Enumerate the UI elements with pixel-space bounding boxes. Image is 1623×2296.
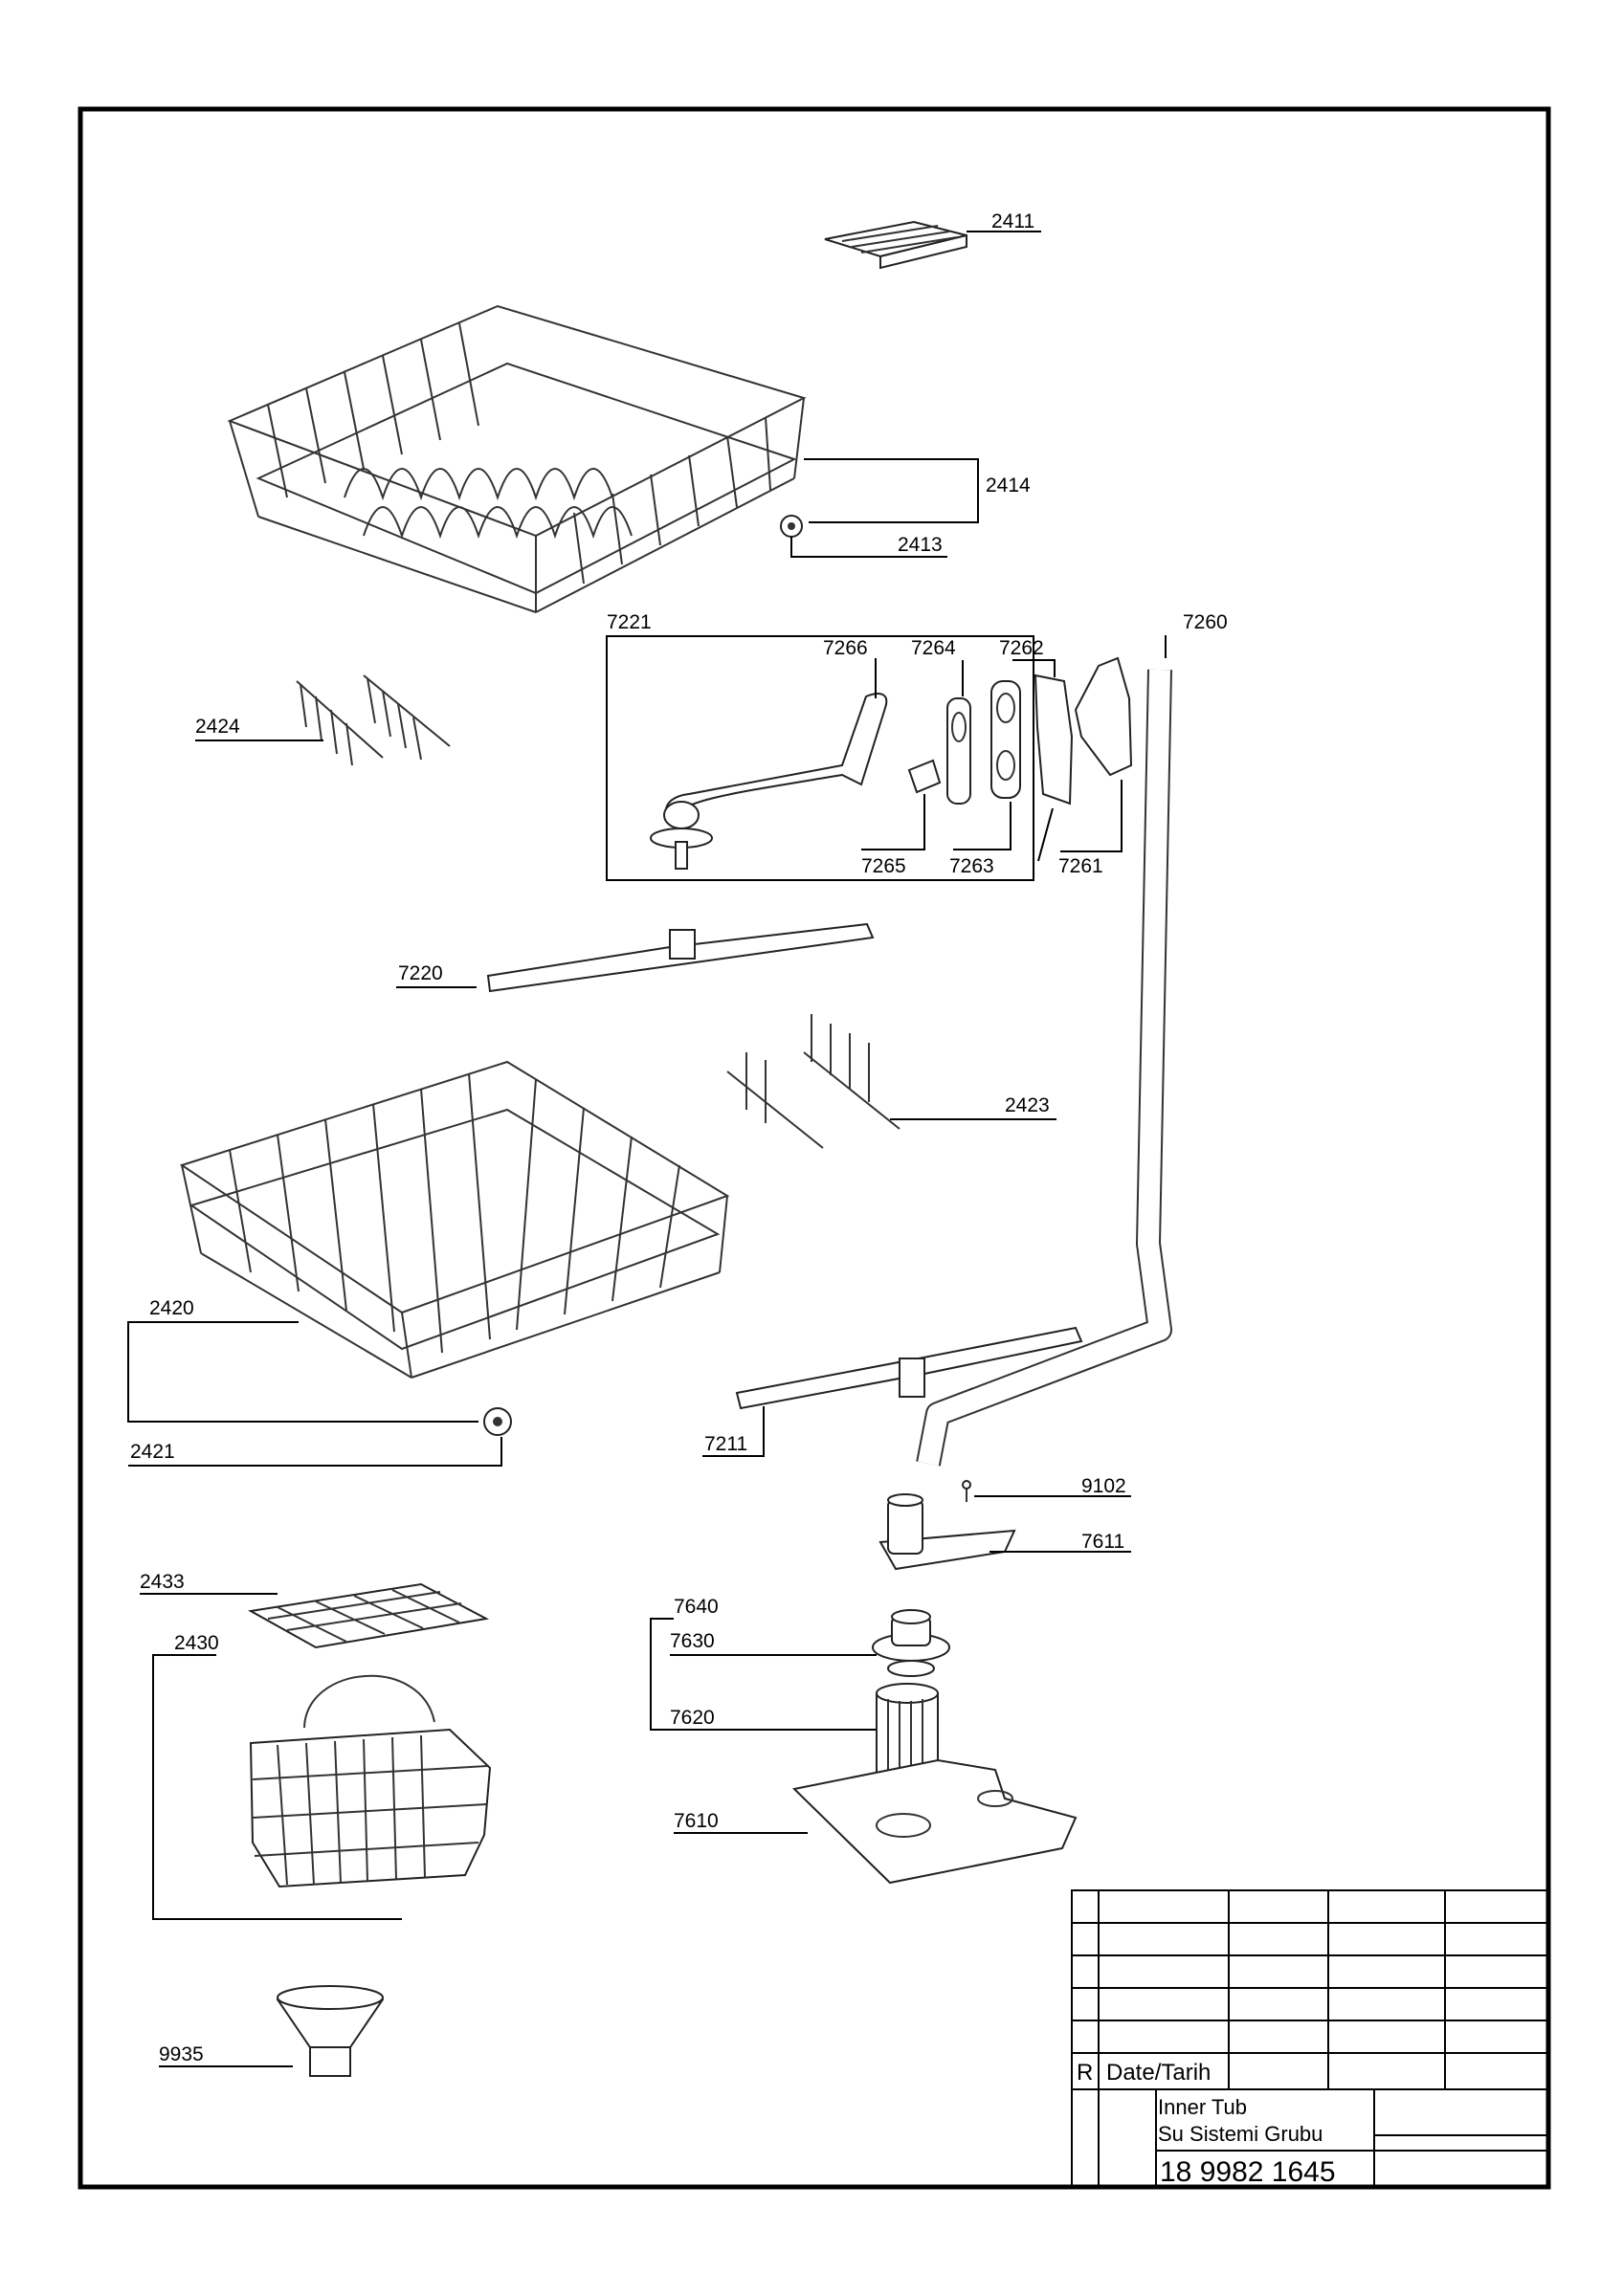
label-2430: 2430: [174, 1632, 219, 1654]
part-7265-cap: [907, 759, 942, 794]
label-7640: 7640: [674, 1596, 719, 1618]
label-7262: 7262: [999, 637, 1044, 659]
label-7221: 7221: [607, 611, 652, 633]
part-7630-filter-cap-drawing: [872, 1609, 950, 1677]
label-9102: 9102: [1081, 1475, 1126, 1497]
part-7610-filter-plate-drawing: [791, 1758, 1078, 1885]
part-2421-wheel-hub: [493, 1417, 502, 1426]
title-name-tr: Su Sistemi Grubu: [1158, 2122, 1323, 2146]
part-2414-upper-basket-drawing: [227, 304, 807, 613]
part-7260-feed-pipe-inner: [918, 669, 1170, 1467]
leader-2421: [128, 1437, 502, 1467]
leader-2430: [152, 1654, 402, 1920]
label-7260: 7260: [1183, 611, 1228, 633]
label-2424: 2424: [195, 716, 240, 738]
leader-7262: [1012, 659, 1056, 677]
part-7266-upper-arm-drawing: [650, 693, 888, 870]
part-7611-sump-drawing: [878, 1493, 1016, 1571]
leader-7261: [1060, 780, 1123, 852]
label-2411: 2411: [991, 210, 1034, 232]
label-2420: 2420: [149, 1297, 194, 1319]
part-9102-screw-head: [962, 1480, 971, 1490]
label-9935: 9935: [159, 2043, 204, 2065]
part-7261-connector: [1074, 656, 1133, 777]
part-2411-tray-drawing: [824, 220, 967, 270]
part-7220-spray-arm-drawing: [486, 922, 875, 993]
label-7264: 7264: [911, 637, 956, 659]
leader-7262-lower: [1037, 807, 1054, 862]
leader-2413: [790, 537, 947, 558]
part-2413-wheel-hub: [788, 522, 795, 530]
title-block: [1071, 1889, 1549, 2188]
leader-2414: [804, 458, 979, 523]
label-2414: 2414: [986, 475, 1031, 497]
part-2433-basket-lid-drawing: [247, 1582, 490, 1649]
leader-7265: [861, 794, 925, 850]
title-name-en: Inner Tub: [1158, 2095, 1247, 2119]
label-7265: 7265: [861, 855, 906, 877]
label-7620: 7620: [670, 1707, 715, 1729]
part-7262-bracket: [1034, 673, 1074, 806]
part-2424-tines-drawing: [296, 674, 451, 766]
drawing-frame: [78, 106, 1551, 2190]
leader-7640: [650, 1618, 882, 1731]
part-7264-gasket-hole: [951, 712, 967, 742]
part-2430-cutlery-basket-drawing: [249, 1674, 492, 1888]
leader-7211: [702, 1406, 765, 1457]
part-9935-funnel-drawing: [276, 1985, 385, 2077]
part-7211-spray-arm-drawing: [735, 1326, 1083, 1410]
title-date-label: Date/Tarih: [1106, 2060, 1211, 2086]
label-2423: 2423: [1005, 1094, 1050, 1116]
part-2423-plate-rack-drawing: [726, 1014, 900, 1149]
label-7630: 7630: [670, 1630, 715, 1652]
part-7263-seal-hole-top: [996, 693, 1015, 723]
leader-7263: [953, 802, 1012, 850]
part-7263-seal: [990, 680, 1021, 799]
label-7610: 7610: [674, 1810, 719, 1832]
assembly-7221-box: [606, 635, 1034, 881]
label-7261: 7261: [1058, 855, 1103, 877]
label-7263: 7263: [949, 855, 994, 877]
label-7266: 7266: [823, 637, 868, 659]
label-7611: 7611: [1081, 1531, 1124, 1553]
title-part-number: 18 9982 1645: [1160, 2156, 1336, 2188]
title-rev-letter: R: [1077, 2060, 1093, 2086]
label-2413: 2413: [898, 534, 943, 556]
label-7211: 7211: [704, 1433, 747, 1455]
label-2421: 2421: [130, 1441, 175, 1463]
part-7264-gasket: [946, 697, 971, 805]
part-7263-seal-hole-bottom: [996, 750, 1015, 781]
part-2420-lower-basket-drawing: [179, 1060, 730, 1379]
label-2433: 2433: [140, 1571, 185, 1593]
leader-2420: [127, 1321, 478, 1423]
label-7220: 7220: [398, 962, 443, 984]
